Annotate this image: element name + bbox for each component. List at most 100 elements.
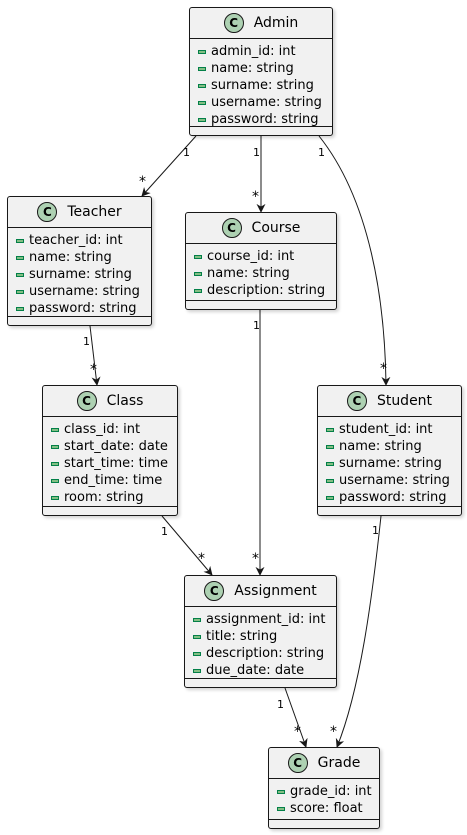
class-badge-icon: C <box>221 218 242 238</box>
field-item: surname: string <box>16 266 151 283</box>
field-item: description: string <box>194 282 336 299</box>
private-field-icon <box>194 271 202 276</box>
field-list: course_id: int name: string description:… <box>186 244 336 299</box>
field-item: class_id: int <box>51 421 177 438</box>
method-divider <box>8 316 151 317</box>
field-text: room: string <box>64 490 144 505</box>
class-header: C Teacher <box>8 197 151 228</box>
private-field-icon <box>16 306 24 311</box>
field-text: teacher_id: int <box>29 233 123 248</box>
private-field-icon <box>16 238 24 243</box>
private-field-icon <box>51 478 59 483</box>
field-item: teacher_id: int <box>16 232 151 249</box>
field-text: name: string <box>339 439 422 454</box>
field-item: name: string <box>326 438 461 455</box>
mult-student-grade-to: * <box>330 724 337 740</box>
field-item: score: float <box>277 800 379 817</box>
field-text: admin_id: int <box>211 44 296 59</box>
field-text: description: string <box>207 283 326 298</box>
field-item: description: string <box>193 645 336 662</box>
private-field-icon <box>51 427 59 432</box>
class-class[interactable]: C Class class_id: int start_date: date s… <box>42 385 178 516</box>
private-field-icon <box>16 289 24 294</box>
field-list: assignment_id: int title: string descrip… <box>185 607 336 679</box>
private-field-icon <box>198 66 206 71</box>
method-divider <box>190 126 332 127</box>
mult-admin-course-to: * <box>252 189 259 205</box>
field-item: password: string <box>326 489 461 506</box>
field-list: admin_id: int name: string surname: stri… <box>190 39 332 128</box>
private-field-icon <box>51 495 59 500</box>
class-badge-icon: C <box>346 391 367 411</box>
field-item: username: string <box>16 283 151 300</box>
class-title: Course <box>251 220 301 236</box>
field-item: admin_id: int <box>198 43 332 60</box>
field-item: password: string <box>16 300 151 317</box>
class-teacher[interactable]: C Teacher teacher_id: int name: string s… <box>7 196 152 326</box>
method-divider <box>269 819 379 820</box>
method-divider <box>43 506 177 507</box>
method-divider <box>186 300 336 301</box>
private-field-icon <box>326 478 334 483</box>
private-field-icon <box>193 617 201 622</box>
edge-student-grade <box>335 515 382 748</box>
private-field-icon <box>277 789 285 794</box>
class-title: Assignment <box>234 583 317 599</box>
class-badge-icon: C <box>76 391 97 411</box>
field-item: title: string <box>193 628 336 645</box>
private-field-icon <box>198 49 206 54</box>
class-assignment[interactable]: C Assignment assignment_id: int title: s… <box>184 575 337 688</box>
private-field-icon <box>326 444 334 449</box>
private-field-icon <box>193 668 201 673</box>
class-badge-icon: C <box>204 581 225 601</box>
edge-admin-student <box>318 135 391 386</box>
method-divider <box>185 678 336 679</box>
private-field-icon <box>277 806 285 811</box>
field-item: surname: string <box>198 77 332 94</box>
field-item: start_time: time <box>51 455 177 472</box>
field-item: name: string <box>194 265 336 282</box>
private-field-icon <box>16 272 24 277</box>
field-item: start_date: date <box>51 438 177 455</box>
private-field-icon <box>51 461 59 466</box>
field-text: description: string <box>206 646 325 661</box>
field-text: username: string <box>211 95 322 110</box>
mult-teacher-class-from: 1 <box>83 335 90 348</box>
mult-admin-student-from: 1 <box>318 146 325 159</box>
class-badge-icon: C <box>223 13 244 33</box>
edge-teacher-class <box>89 325 101 386</box>
field-text: password: string <box>339 490 447 505</box>
field-text: name: string <box>29 250 112 265</box>
class-grade[interactable]: C Grade grade_id: int score: float <box>268 747 380 829</box>
private-field-icon <box>326 495 334 500</box>
class-badge-icon: C <box>287 753 308 773</box>
field-text: due_date: date <box>206 663 305 678</box>
mult-assignment-grade-to: * <box>294 724 301 740</box>
field-text: assignment_id: int <box>206 612 326 627</box>
field-text: surname: string <box>29 267 132 282</box>
field-text: grade_id: int <box>290 784 372 799</box>
class-title: Admin <box>253 15 299 31</box>
edge-class-assignment <box>161 515 213 576</box>
field-item: username: string <box>198 94 332 111</box>
class-admin[interactable]: C Admin admin_id: int name: string surna… <box>189 7 333 136</box>
field-item: name: string <box>198 60 332 77</box>
field-item: grade_id: int <box>277 783 379 800</box>
private-field-icon <box>16 255 24 260</box>
edge-assignment-grade <box>284 687 308 748</box>
class-student[interactable]: C Student student_id: int name: string s… <box>317 385 462 516</box>
field-text: student_id: int <box>339 422 433 437</box>
private-field-icon <box>326 461 334 466</box>
field-text: score: float <box>290 801 363 816</box>
mult-class-assignment-from: 1 <box>161 525 168 538</box>
field-item: name: string <box>16 249 151 266</box>
private-field-icon <box>198 117 206 122</box>
field-item: due_date: date <box>193 662 336 679</box>
field-list: class_id: int start_date: date start_tim… <box>43 417 177 506</box>
mult-teacher-class-to: * <box>90 362 97 378</box>
field-text: name: string <box>207 266 290 281</box>
field-text: surname: string <box>211 78 314 93</box>
private-field-icon <box>194 288 202 293</box>
class-course[interactable]: C Course course_id: int name: string des… <box>185 212 337 310</box>
private-field-icon <box>198 83 206 88</box>
